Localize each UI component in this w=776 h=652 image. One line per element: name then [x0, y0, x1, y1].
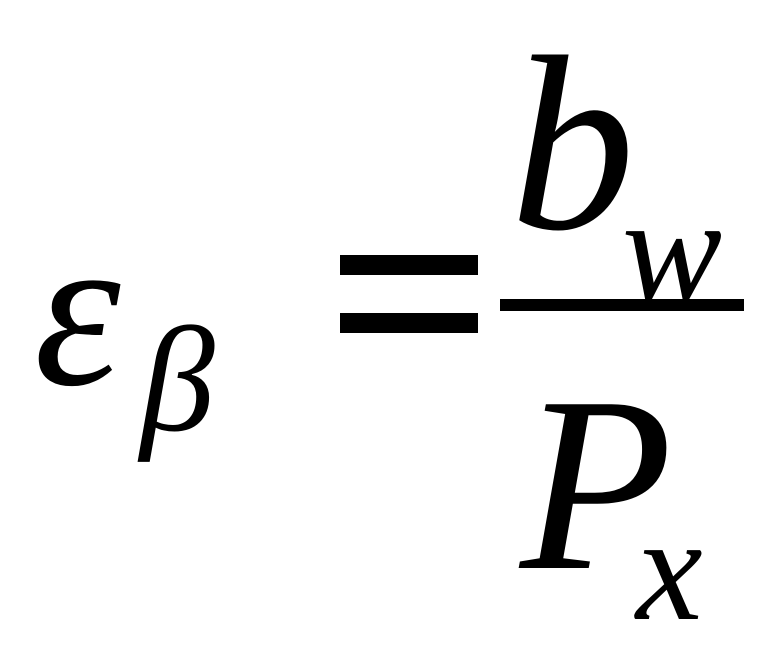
- denominator-symbol: P: [520, 346, 673, 623]
- denominator-subscript: x: [636, 486, 703, 652]
- epsilon-symbol: ε: [34, 188, 121, 432]
- equals-top-bar: [340, 255, 478, 275]
- numerator-symbol: b: [510, 6, 635, 283]
- equals-bottom-bar: [340, 313, 478, 333]
- beta-subscript: β: [140, 297, 215, 463]
- equals-sign: [340, 255, 478, 333]
- fraction-bar: [500, 299, 744, 311]
